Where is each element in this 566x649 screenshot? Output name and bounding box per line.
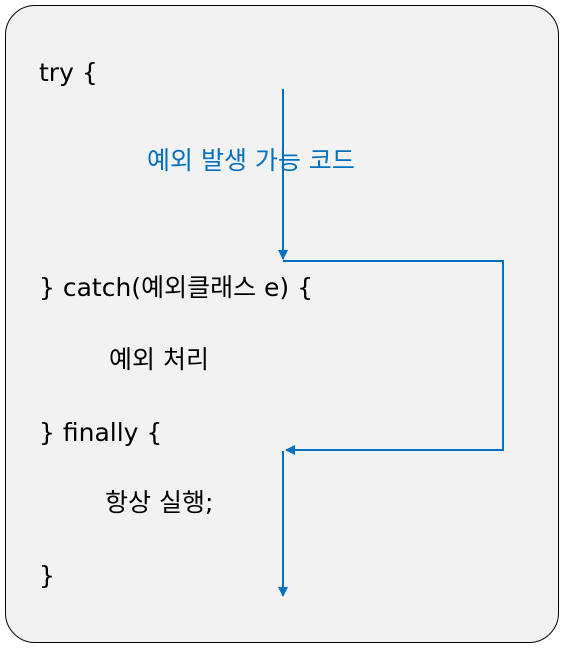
close-brace-line: }	[39, 561, 55, 590]
risky-code-line: 예외 발생 가능 코드	[147, 146, 355, 175]
try-line: try {	[39, 58, 98, 87]
arrow-catch-to-finally	[283, 260, 504, 455]
always-run-line: 항상 실행;	[105, 488, 214, 517]
handle-line: 예외 처리	[109, 345, 209, 374]
catch-line: } catch(예외클래스 e) {	[39, 273, 313, 302]
finally-line: } finally {	[39, 418, 163, 447]
